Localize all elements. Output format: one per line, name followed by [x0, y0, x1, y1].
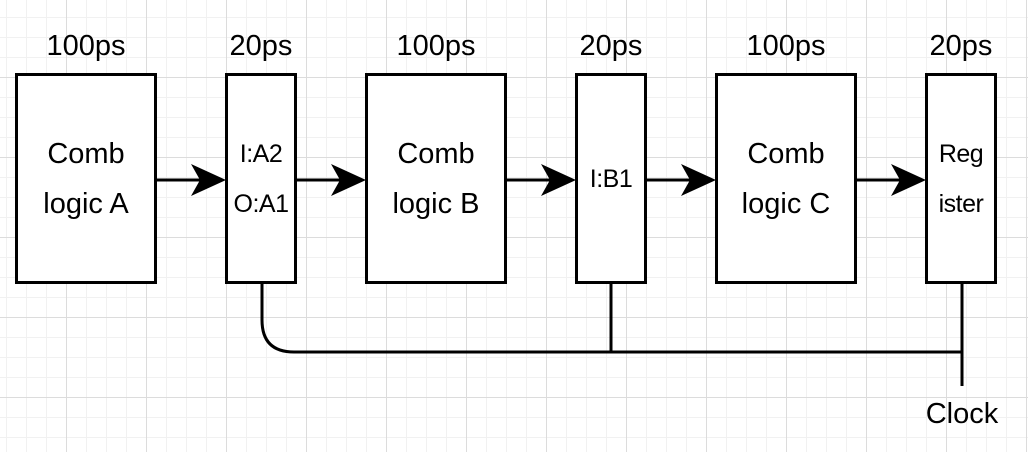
pipeline-register-1-line2: O:A1	[233, 189, 289, 218]
arrowhead-reg1-to-b	[331, 164, 366, 196]
pipeline-register-1-line1: I:A2	[239, 139, 283, 168]
arrowhead-c-to-reg3	[891, 164, 926, 196]
timing-register-1: 20ps	[229, 30, 293, 62]
timing-comb-c: 100ps	[746, 30, 826, 62]
timing-register-3: 20ps	[929, 30, 993, 62]
comb-logic-c-line2: logic C	[741, 187, 831, 220]
clock-label: Clock	[925, 398, 999, 430]
timing-register-2: 20ps	[579, 30, 643, 62]
comb-logic-c-block: Comb logic C	[715, 73, 857, 284]
timing-comb-b: 100ps	[396, 30, 476, 62]
output-register-line2: ister	[938, 189, 984, 218]
arrowhead-b-to-reg2	[541, 164, 576, 196]
comb-logic-c-line1: Comb	[747, 137, 825, 170]
timing-comb-a: 100ps	[46, 30, 126, 62]
comb-logic-b-block: Comb logic B	[365, 73, 507, 284]
comb-logic-a-line1: Comb	[47, 137, 125, 170]
output-register-block: Reg ister	[925, 73, 997, 284]
pipeline-register-1-block: I:A2 O:A1	[225, 73, 297, 284]
comb-logic-a-line2: logic A	[43, 187, 129, 220]
clock-line-reg1	[260, 284, 962, 354]
pipeline-register-2-block: I:B1	[575, 73, 647, 284]
output-register-line1: Reg	[938, 139, 984, 168]
arrowhead-reg2-to-c	[681, 164, 716, 196]
comb-logic-b-line2: logic B	[392, 187, 480, 220]
comb-logic-b-line1: Comb	[397, 137, 475, 170]
pipeline-register-2-line1: I:B1	[589, 164, 633, 193]
arrowhead-a-to-reg1	[191, 164, 226, 196]
comb-logic-a-block: Comb logic A	[15, 73, 157, 284]
